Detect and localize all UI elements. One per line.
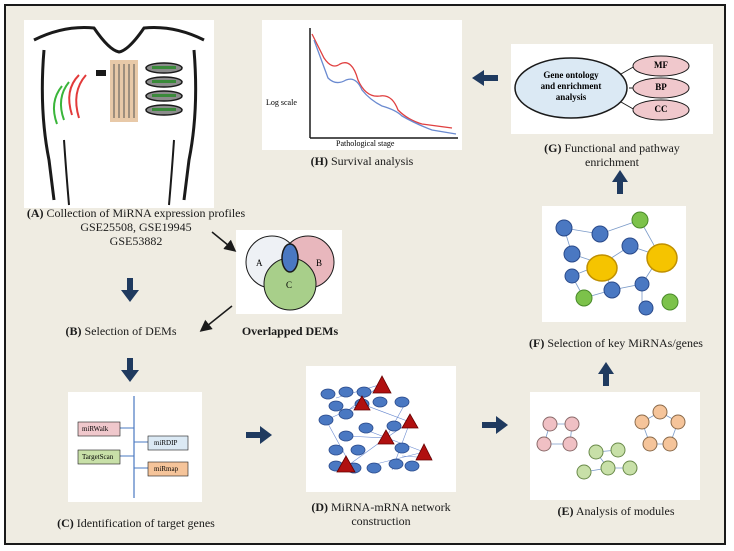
survival-ylabel: Log scale bbox=[266, 98, 297, 107]
caption-g-text: Functional and pathway bbox=[564, 141, 680, 155]
caption-a-letter: (A) bbox=[26, 206, 44, 220]
caption-f-letter: (F) bbox=[529, 336, 545, 350]
caption-a-datasets2: GSE53882 bbox=[109, 234, 163, 248]
venn-label-c: C bbox=[286, 280, 293, 290]
caption-d-text2: construction bbox=[351, 514, 411, 528]
go-line2: and enrichment bbox=[540, 81, 602, 91]
caption-b-text: Selection of DEMs bbox=[84, 324, 177, 338]
caption-d-text: MiRNA-mRNA network bbox=[331, 500, 451, 514]
panel-d-image bbox=[306, 366, 456, 492]
caption-h-letter: (H) bbox=[310, 154, 328, 168]
arrow-c-to-d bbox=[246, 426, 272, 444]
caption-d-letter: (D) bbox=[311, 500, 328, 514]
box-mirdip: miRDIP bbox=[154, 439, 178, 447]
panel-f-image bbox=[542, 206, 686, 322]
panel-e-image bbox=[530, 392, 700, 500]
survival-xlabel: Pathological stage bbox=[336, 139, 395, 148]
body-illustration bbox=[33, 26, 205, 206]
caption-h-text: Survival analysis bbox=[331, 154, 414, 168]
panel-h-image: Log scale Pathological stage bbox=[262, 20, 462, 150]
caption-c-letter: (C) bbox=[57, 516, 74, 530]
caption-b-letter: (B) bbox=[65, 324, 82, 338]
arrow-e-to-f bbox=[598, 362, 614, 386]
modules-diagram bbox=[536, 404, 686, 480]
caption-f-text: Selection of key MiRNAs/genes bbox=[547, 336, 703, 350]
venn-label-a: A bbox=[256, 258, 263, 268]
arrow-b-to-c bbox=[121, 358, 139, 382]
target-tree bbox=[77, 396, 189, 498]
caption-a-text: Collection of MiRNA expression profiles bbox=[46, 206, 246, 220]
arrow-g-to-h bbox=[472, 70, 498, 86]
venn-label-b: B bbox=[316, 258, 323, 268]
caption-e-text: Analysis of modules bbox=[575, 504, 675, 518]
caption-d: (D) MiRNA-mRNA network construction bbox=[296, 500, 466, 528]
go-line3: analysis bbox=[555, 92, 587, 102]
caption-a: (A) Collection of MiRNA expression profi… bbox=[26, 206, 246, 248]
figure-frame: (A) Collection of MiRNA expression profi… bbox=[4, 4, 726, 545]
box-targetscan: TargetScan bbox=[82, 453, 114, 461]
key-network bbox=[555, 211, 679, 316]
go-line1: Gene ontology bbox=[543, 70, 599, 80]
arrow-f-to-g bbox=[612, 170, 628, 194]
caption-g-letter: (G) bbox=[544, 141, 562, 155]
arrow-a-to-b bbox=[121, 278, 139, 302]
caption-g: (G) Functional and pathway enrichment bbox=[511, 141, 713, 169]
go-cc: CC bbox=[654, 104, 668, 114]
caption-e-letter: (E) bbox=[557, 504, 574, 518]
panel-a-image bbox=[24, 20, 214, 208]
caption-c: (C) Identification of target genes bbox=[36, 516, 236, 530]
caption-f: (F) Selection of key MiRNAs/genes bbox=[521, 336, 711, 350]
caption-venn: Overlapped DEMs bbox=[241, 324, 339, 338]
caption-b: (B) Selection of DEMs bbox=[46, 324, 196, 338]
go-mf: MF bbox=[654, 60, 668, 70]
caption-c-text: Identification of target genes bbox=[76, 516, 215, 530]
go-bp: BP bbox=[655, 82, 667, 92]
caption-h: (H) Survival analysis bbox=[262, 154, 462, 168]
box-mirwalk: miRWalk bbox=[82, 425, 109, 433]
box-mirmap: miRmap bbox=[154, 465, 179, 473]
mirna-mrna-network bbox=[318, 375, 433, 474]
panel-c-image: miRWalk miRDIP TargetScan miRmap bbox=[68, 392, 202, 502]
panel-g-image: Gene ontology and enrichment analysis MF… bbox=[511, 44, 713, 134]
survival-curve bbox=[309, 28, 458, 139]
caption-e: (E) Analysis of modules bbox=[536, 504, 696, 518]
go-diagram bbox=[514, 55, 690, 121]
caption-a-datasets: GSE25508, GSE19945 bbox=[80, 220, 192, 234]
venn-diagram bbox=[245, 235, 335, 311]
caption-g-text2: enrichment bbox=[585, 155, 639, 169]
arrow-d-to-e bbox=[482, 416, 508, 434]
panel-venn-image: A B C bbox=[236, 230, 342, 314]
go-big-label: Gene ontology and enrichment analysis bbox=[521, 70, 621, 103]
